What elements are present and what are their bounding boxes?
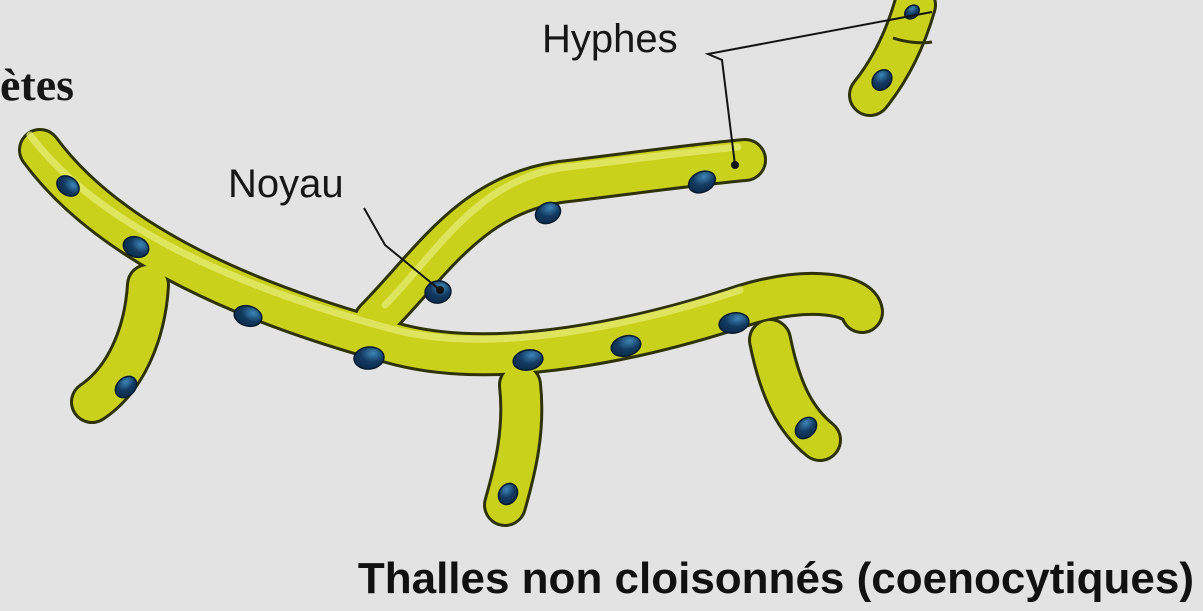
hyphes-label: Hyphes — [542, 19, 678, 59]
title-fragment: ètes — [0, 62, 74, 108]
noyau-label: Noyau — [228, 164, 344, 204]
hyphes-leader-dot — [731, 161, 739, 169]
diagram-caption: Thalles non cloisonnés (coenocytiques) — [0, 557, 1194, 601]
noyau-leader-dot — [436, 286, 444, 294]
